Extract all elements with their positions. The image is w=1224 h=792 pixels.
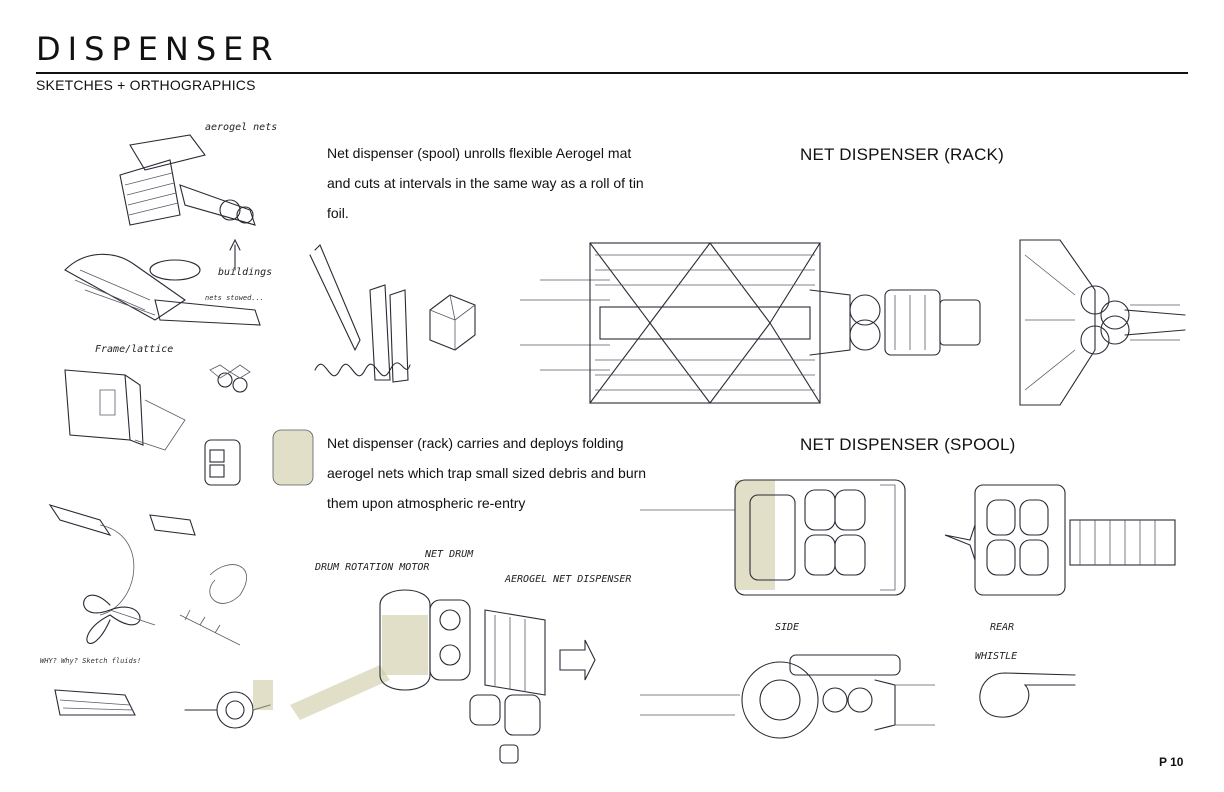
- annotation-whistle: WHISTLE: [975, 651, 1017, 662]
- annotation-aerogel-net-dispenser: AEROGEL NET DISPENSER: [504, 574, 631, 585]
- net-dispenser-rack-rear-view: [1019, 239, 1186, 406]
- rack-module-small-sketch: [204, 429, 314, 486]
- annotation-rear: REAR: [990, 622, 1014, 633]
- concept-sketch-frame-lattice: nets stowed... Frame/lattice: [64, 253, 264, 355]
- annotation-side: SIDE: [775, 622, 799, 633]
- rack-description: Net dispenser (rack) carries and deploys…: [327, 435, 647, 511]
- net-dispenser-rack-top-view: [520, 242, 981, 404]
- concept-sketch-aerogel-nets: aerogel nets buildings: [119, 122, 277, 278]
- whistle-sketch: WHISTLE: [975, 651, 1076, 718]
- concept-sketch-thrusters: [54, 680, 273, 729]
- net-dispenser-spool-rear-view: REAR: [944, 484, 1176, 633]
- annotation-drum-rotation-motor: DRUM ROTATION MOTOR: [314, 562, 429, 573]
- concept-sketch-nets-deploy: WHY? Why? Sketch fluids!: [40, 504, 247, 665]
- rack-heading: NET DISPENSER (RACK): [800, 145, 1004, 164]
- annotation-net-drum: NET DRUM: [424, 549, 474, 560]
- page-title: DISPENSER: [36, 30, 280, 68]
- annotation-weird: WHY? Why? Sketch fluids!: [40, 657, 141, 665]
- annotation-buildings: buildings: [218, 267, 272, 278]
- spool-description: Net dispenser (spool) unrolls flexible A…: [327, 145, 644, 221]
- net-dispenser-spool-side-view: SIDE: [640, 479, 906, 633]
- spool-heading: NET DISPENSER (SPOOL): [800, 435, 1016, 454]
- aerogel-net-dispenser-exploded-sketch: DRUM ROTATION MOTOR NET DRUM AEROGEL NET…: [290, 549, 631, 764]
- page-subtitle: SKETCHES + ORTHOGRAPHICS: [36, 77, 256, 93]
- annotation-frame-lattice: Frame/lattice: [95, 344, 173, 355]
- annotation-aerogel-nets: aerogel nets: [205, 122, 277, 133]
- concept-sketch-panel-module: [64, 364, 251, 451]
- net-dispenser-spool-top-view: [640, 654, 935, 739]
- svg-text:nets stowed...: nets stowed...: [205, 294, 264, 302]
- title-divider: [36, 72, 1188, 74]
- spool-cutting-sketch: [309, 244, 476, 383]
- page-number: P 10: [1159, 755, 1184, 769]
